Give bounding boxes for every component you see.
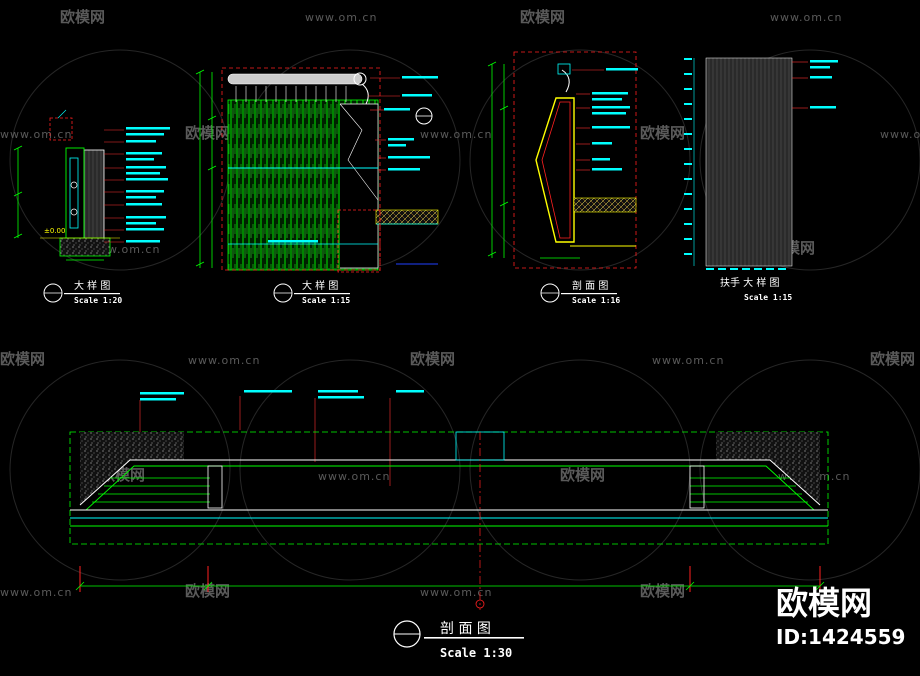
svg-text:±0.00: ±0.00 [44,227,65,235]
watermark-brand-text: 欧模网 [640,582,685,600]
watermark-site-text: www.om.cn [0,586,72,599]
watermark-site-text: www.om.cn [420,128,492,141]
watermark-site-text: www.om.cn [420,586,492,599]
detail-2-title: 大 样 图 [302,279,338,292]
detail-3-scale: Scale 1:16 [572,296,620,305]
detail-4-scale: Scale 1:15 [744,293,792,302]
watermark-brand-text: 欧模网 [185,124,230,142]
watermark-site-text: www.om.cn [188,354,260,367]
brand-id: ID:1424559 [776,625,905,649]
detail-3-title: 剖 面 图 [572,279,608,292]
detail-1-scale: Scale 1:20 [74,296,122,305]
main-section-drawing [69,390,829,648]
detail-4-title: 扶手 大 样 图 [720,276,780,289]
watermark-circles [9,49,920,581]
watermark-site-text: www.om.cn [0,128,72,141]
detail-3-drawing [487,51,638,303]
watermark-brand-text: 欧模网 [410,350,455,368]
watermark-brand-text: 欧模网 [870,350,915,368]
section-scale: Scale 1:30 [440,646,512,660]
detail-2-scale: Scale 1:15 [302,296,350,305]
watermark-site-text: www.om.cn [318,470,390,483]
watermark-brand-text: 欧模网 [60,8,105,26]
detail-2-drawing [195,67,439,303]
brand-name: 欧模网 [776,584,872,622]
watermark-brand-text: 欧模网 [640,124,685,142]
watermark-site-text: www.om.cn [305,11,377,24]
detail-1-title: 大 样 图 [74,279,110,292]
watermark-site-text: www.om.cn [880,128,920,141]
watermark-brand-text: 欧模网 [560,466,605,484]
watermark-site-text: www.om.cn [652,354,724,367]
watermark-brand-text: 欧模网 [0,350,45,368]
detail-1-drawing: ±0.00 [13,109,170,303]
watermark-brand-text: 欧模网 [520,8,565,26]
watermark-site-text: www.om.cn [770,11,842,24]
detail-4-drawing [684,57,838,270]
section-title: 剖 面 图 [440,621,491,637]
